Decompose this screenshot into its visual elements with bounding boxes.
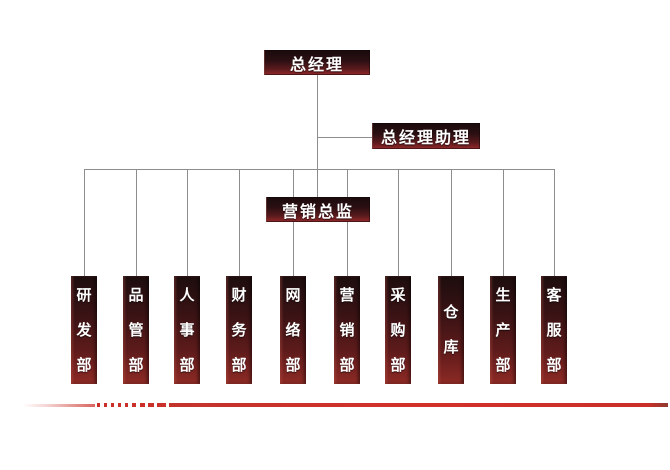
connector-drop-line <box>187 169 188 276</box>
node-general-manager: 总经理 <box>264 50 370 75</box>
connector-trunk <box>317 75 318 197</box>
accent-solid-line <box>169 403 668 407</box>
dept-node-label: 生产部 <box>495 285 511 374</box>
dept-node: 财务部 <box>226 276 252 384</box>
accent-dash <box>118 403 121 407</box>
connector-assistant-branch <box>318 137 372 138</box>
dept-node-label: 网络部 <box>285 285 301 374</box>
dept-node: 客服部 <box>541 276 567 384</box>
connector-drop-line <box>503 169 504 276</box>
dept-node-label: 仓库 <box>443 303 459 356</box>
dept-node-label: 品管部 <box>128 285 144 374</box>
dept-node: 营销部 <box>334 276 360 384</box>
connector-drop-line <box>554 169 555 276</box>
accent-fade-line <box>23 404 95 407</box>
dept-node: 人事部 <box>174 276 200 384</box>
connector-drop-line <box>136 169 137 276</box>
dept-node: 网络部 <box>280 276 306 384</box>
dept-node: 研发部 <box>71 276 97 384</box>
dept-node: 品管部 <box>123 276 149 384</box>
accent-dash <box>157 403 166 407</box>
accent-dash <box>132 403 136 407</box>
accent-dash <box>97 403 100 407</box>
node-gm-assistant: 总经理助理 <box>372 123 480 149</box>
dept-node-label: 财务部 <box>231 285 247 374</box>
connector-drop-line <box>451 169 452 276</box>
dept-node-label: 研发部 <box>76 285 92 374</box>
accent-dash <box>148 403 154 407</box>
node-gm-assistant-label: 总经理助理 <box>380 128 471 147</box>
dept-node-label: 营销部 <box>339 285 355 374</box>
accent-dash <box>140 403 145 407</box>
dept-node: 生产部 <box>490 276 516 384</box>
dept-node: 采购部 <box>385 276 411 384</box>
connector-main-horizontal <box>84 169 554 170</box>
dept-node-label: 客服部 <box>546 285 562 374</box>
connector-drop-line <box>84 169 85 276</box>
node-marketing-director: 营销总监 <box>266 197 370 222</box>
accent-dash <box>125 403 128 407</box>
connector-drop-line <box>398 169 399 276</box>
connector-drop-line <box>347 169 348 276</box>
connector-drop-line <box>239 169 240 276</box>
node-general-manager-label: 总经理 <box>289 54 344 74</box>
dept-node-label: 人事部 <box>179 285 195 374</box>
dept-node: 仓库 <box>438 276 464 384</box>
dept-node-label: 采购部 <box>390 285 406 374</box>
connector-drop-line <box>293 169 294 276</box>
accent-dash <box>111 403 114 407</box>
accent-dash <box>104 403 107 407</box>
node-marketing-director-label: 营销总监 <box>281 201 354 221</box>
